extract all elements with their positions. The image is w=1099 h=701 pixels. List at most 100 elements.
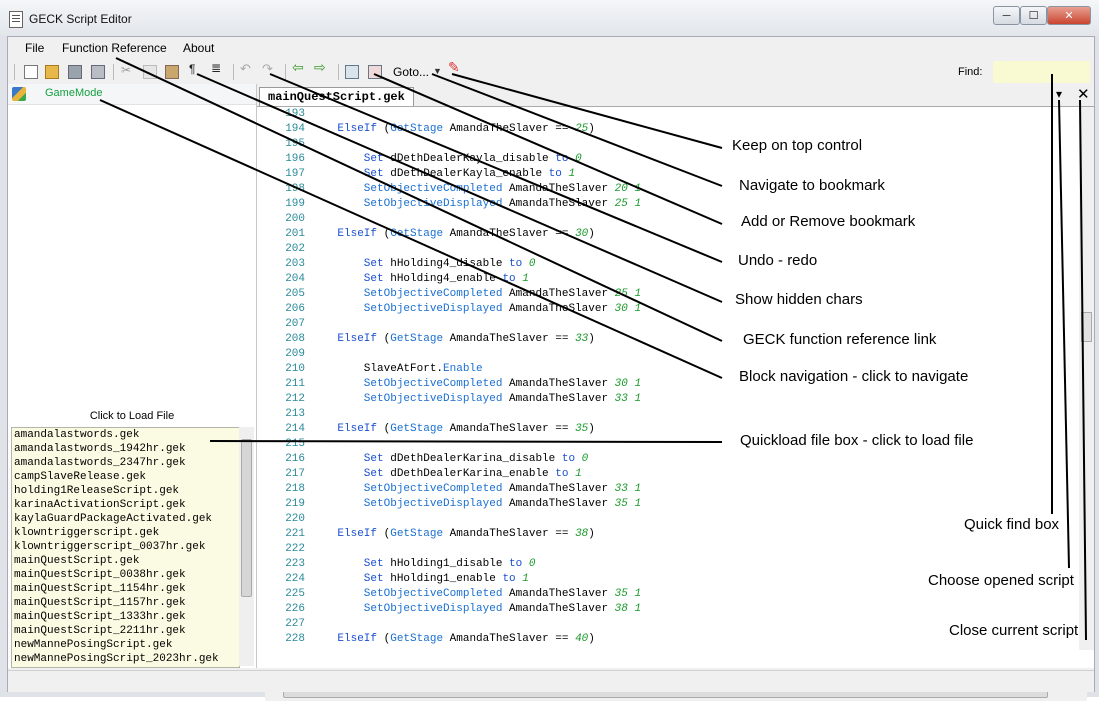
code-line: 196 Set dDethDealerKayla_disable to 0: [257, 152, 581, 167]
code-token: AmandaTheSlaver ==: [443, 528, 576, 540]
line-number: 223: [285, 558, 305, 570]
code-token: 30 1: [614, 303, 642, 315]
file-list-item[interactable]: kaylaGuardPackageActivated.gek: [14, 513, 213, 525]
code-token: 0: [528, 558, 536, 570]
annotation-line: [431, 73, 723, 187]
minimize-button[interactable]: ─: [993, 6, 1020, 25]
save-icon[interactable]: [68, 65, 82, 79]
quickload-file-list[interactable]: amandalastwords.gek amandalastwords_1942h…: [11, 427, 240, 668]
code-token: 33: [575, 333, 589, 345]
code-token: ElseIf: [311, 633, 384, 645]
toolbar-separator: [113, 64, 114, 80]
code-token: dDethDealerKarina_disable: [390, 453, 562, 465]
file-list-item[interactable]: holding1ReleaseScript.gek: [14, 485, 180, 497]
annotation-line: [99, 99, 723, 379]
add-bookmark-icon[interactable]: [345, 65, 359, 79]
goto-bookmark-dropdown[interactable]: Goto...: [393, 65, 430, 79]
menu-function-reference[interactable]: Function Reference: [62, 41, 167, 55]
file-list-item[interactable]: karinaActivationScript.gek: [14, 499, 186, 511]
code-token: AmandaTheSlaver ==: [443, 633, 576, 645]
code-token: to: [555, 468, 576, 480]
code-token: Enable: [443, 363, 483, 375]
navigate-back-icon[interactable]: ⇦: [292, 59, 304, 75]
line-number: 226: [285, 603, 305, 615]
line-number: 196: [285, 153, 305, 165]
code-token: AmandaTheSlaver: [509, 603, 615, 615]
code-line: 202: [257, 242, 311, 257]
file-list-item[interactable]: mainQuestScript_1157hr.gek: [14, 597, 186, 609]
file-panel-title: Click to Load File: [89, 410, 175, 422]
close-window-button[interactable]: ✕: [1047, 6, 1091, 25]
tab-main-quest-script[interactable]: mainQuestScript.gek: [259, 87, 414, 106]
line-number: 222: [285, 543, 305, 555]
file-list-item[interactable]: mainQuestScript_0038hr.gek: [14, 569, 186, 581]
chevron-down-icon[interactable]: ▼: [433, 66, 442, 76]
code-token: SetObjectiveCompleted: [311, 378, 510, 390]
file-list-item[interactable]: amandalastwords_1942hr.gek: [14, 443, 186, 455]
code-token: ElseIf: [311, 228, 384, 240]
code-token: 40: [575, 633, 589, 645]
code-line: 220: [257, 512, 311, 527]
redo-icon[interactable]: ↷: [262, 61, 273, 76]
editor-vertical-scrollbar[interactable]: [1079, 107, 1094, 650]
file-list-item[interactable]: amandalastwords.gek: [14, 429, 140, 441]
close-script-icon[interactable]: ✕: [1077, 86, 1090, 103]
annotation-line: [1079, 99, 1087, 641]
file-list-item[interactable]: klowntriggerscript_0037hr.gek: [14, 541, 206, 553]
left-pane: GameMode Click to Load File amandalastwo…: [8, 84, 257, 668]
show-hidden-chars-icon[interactable]: ¶: [189, 62, 196, 76]
menu-about[interactable]: About: [183, 41, 215, 55]
code-token: AmandaTheSlaver: [509, 498, 615, 510]
quick-find-input[interactable]: [993, 61, 1090, 83]
code-token: SetObjectiveDisplayed: [311, 498, 510, 510]
print-icon[interactable]: [91, 65, 105, 79]
new-file-icon[interactable]: [24, 65, 38, 79]
file-list-item[interactable]: newMannePosingScript.gek: [14, 639, 173, 651]
file-list-item[interactable]: mainQuestScript_2211hr.gek: [14, 625, 186, 637]
line-number: 204: [285, 273, 305, 285]
undo-icon[interactable]: ↶: [240, 61, 251, 76]
cut-icon[interactable]: ✂: [121, 63, 132, 77]
choose-script-dropdown-icon[interactable]: ▾: [1056, 87, 1063, 101]
file-list-scroll-thumb[interactable]: [241, 439, 252, 597]
block-format-icon[interactable]: ≣: [211, 61, 222, 75]
keep-on-top-pin-icon[interactable]: ✎: [448, 59, 460, 75]
code-token: 0: [528, 258, 536, 270]
annotation-block-navigation: Block navigation - click to navigate: [739, 368, 969, 385]
file-list-item[interactable]: mainQuestScript_1333hr.gek: [14, 611, 186, 623]
file-list-item[interactable]: newMannePosingScript_2023hr.gek: [14, 653, 219, 665]
code-token: AmandaTheSlaver: [509, 393, 615, 405]
code-token: (: [383, 123, 391, 135]
menu-bar: File Function Reference About: [8, 37, 1094, 59]
status-bar: [8, 670, 1094, 692]
navigate-forward-icon[interactable]: ⇨: [314, 59, 326, 75]
file-list-item[interactable]: amandalastwords_2347hr.gek: [14, 457, 186, 469]
file-list-scrollbar[interactable]: [239, 427, 254, 666]
maximize-button[interactable]: ☐: [1020, 6, 1047, 25]
line-number: 213: [285, 408, 305, 420]
line-number: 202: [285, 243, 305, 255]
file-list-item[interactable]: mainQuestScript_1154hr.gek: [14, 583, 186, 595]
close-icon: ✕: [1064, 10, 1074, 22]
code-line: 198 SetObjectiveCompleted AmandaTheSlave…: [257, 182, 641, 197]
title-bar[interactable]: GECK Script Editor ─ ☐ ✕: [0, 0, 1099, 36]
code-token: hHolding1_disable: [390, 558, 510, 570]
file-list-item[interactable]: campSlaveRelease.gek: [14, 471, 147, 483]
line-number: 197: [285, 168, 305, 180]
paste-icon[interactable]: [165, 65, 179, 79]
editor-vscroll-thumb[interactable]: [1081, 312, 1092, 342]
code-line: 224 Set hHolding1_enable to 1: [257, 572, 529, 587]
code-token: to: [548, 168, 569, 180]
code-token: to: [509, 558, 529, 570]
open-folder-icon[interactable]: [45, 65, 59, 79]
code-token: SetObjectiveDisplayed: [311, 303, 510, 315]
file-list-item[interactable]: mainQuestScript.gek: [14, 555, 140, 567]
line-number: 193: [285, 108, 305, 120]
code-token: AmandaTheSlaver: [509, 288, 615, 300]
menu-file[interactable]: File: [25, 41, 45, 55]
block-tree-item[interactable]: GameMode: [8, 84, 256, 105]
annotation-quickload: Quickload file box - click to load file: [740, 432, 974, 449]
file-list-item[interactable]: klowntriggerscript.gek: [14, 527, 160, 539]
code-token: Set: [311, 273, 391, 285]
line-number: 203: [285, 258, 305, 270]
